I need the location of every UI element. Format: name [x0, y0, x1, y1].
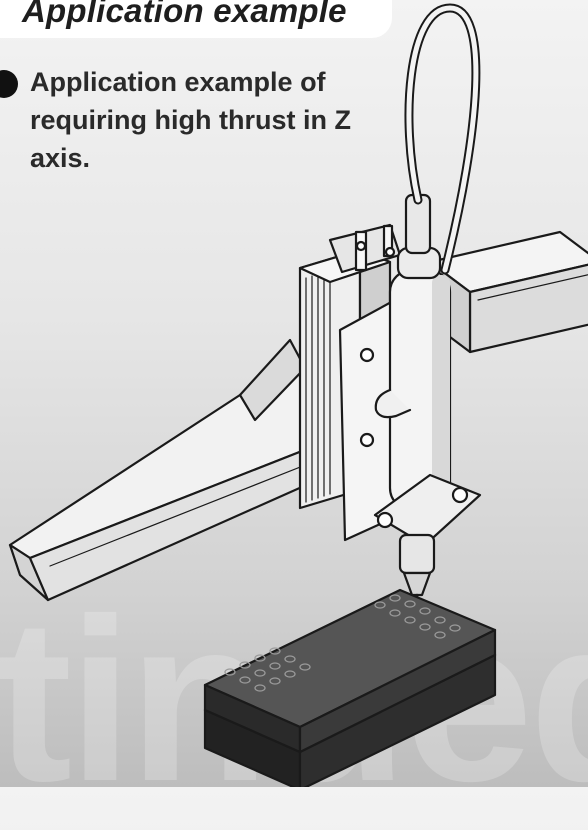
workpiece-tray — [203, 588, 497, 787]
application-description: Application example of requiring high th… — [30, 67, 351, 173]
bullet-dot — [0, 70, 18, 98]
x-axis-rail — [8, 338, 342, 602]
header-tab — [0, 0, 392, 38]
page-title: Application example — [22, 0, 347, 29]
robot-illustration — [8, 3, 588, 787]
screwdriver-unit — [373, 193, 482, 630]
